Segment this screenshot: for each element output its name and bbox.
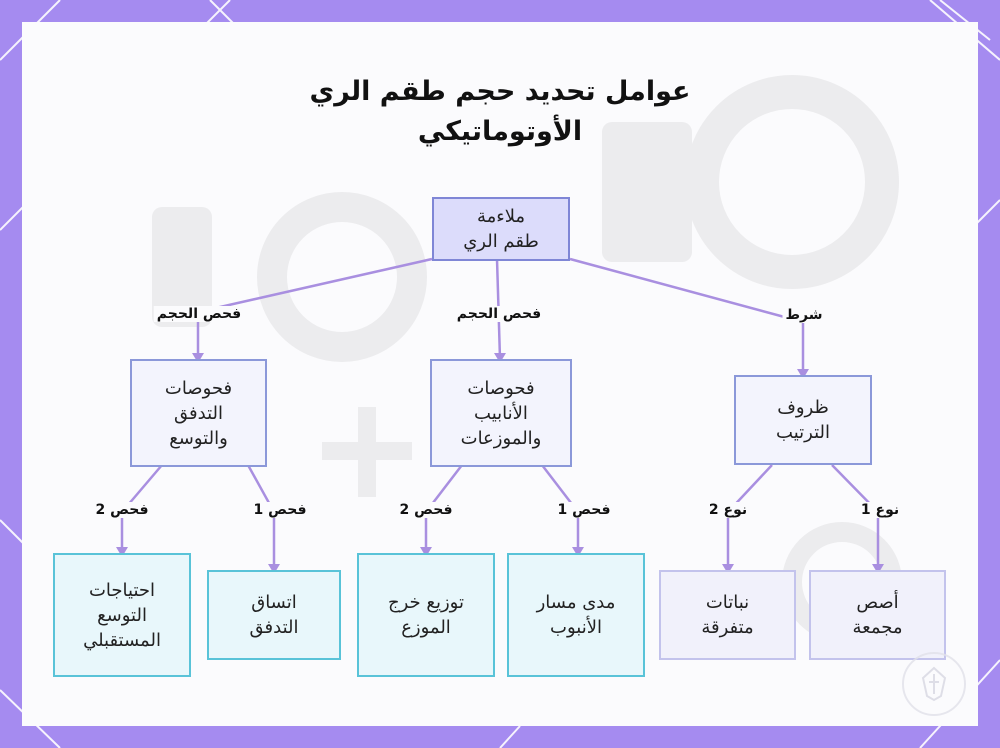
edge-label-c1: فحص 2 <box>396 502 456 518</box>
edge-label-left: فحص الحجم <box>153 306 245 322</box>
diagram-card: عوامل تحديد حجم طقم الري الأوتوماتيكي <box>22 22 978 726</box>
edge-label-l2: فحص 1 <box>250 502 310 518</box>
leaf-distributor-output: توزيع خرج الموزع <box>357 553 495 677</box>
branch-node-pipes-distributors: فحوصات الأنابيب والموزعات <box>430 359 572 467</box>
title-line-2: الأوتوماتيكي <box>417 116 583 147</box>
edge-label-r2: نوع 1 <box>857 502 903 518</box>
leaf-pipe-range: مدى مسار الأنبوب <box>507 553 645 677</box>
root-node: ملاءمة طقم الري <box>432 197 570 261</box>
leaf-flow-consistency: اتساق التدفق <box>207 570 341 660</box>
logo-watermark-icon <box>902 652 966 716</box>
branch-node-flow-expansion: فحوصات التدفق والتوسع <box>130 359 267 467</box>
leaf-future-expansion: احتياجات التوسع المستقبلي <box>53 553 191 677</box>
background-product-watermark <box>152 75 902 642</box>
diagram-title: عوامل تحديد حجم طقم الري الأوتوماتيكي <box>22 72 978 152</box>
title-line-1: عوامل تحديد حجم طقم الري <box>309 76 691 107</box>
edge-label-l1: فحص 2 <box>92 502 152 518</box>
leaf-scattered-plants: نباتات متفرقة <box>659 570 796 660</box>
edge-label-center: فحص الحجم <box>453 306 545 322</box>
edge-label-right: شرط <box>782 307 826 323</box>
leaf-grouped-pots: أصص مجمعة <box>809 570 946 660</box>
edge-label-c2: فحص 1 <box>554 502 614 518</box>
edge-label-r1: نوع 2 <box>705 502 751 518</box>
branch-node-arrangement: ظروف الترتيب <box>734 375 872 465</box>
